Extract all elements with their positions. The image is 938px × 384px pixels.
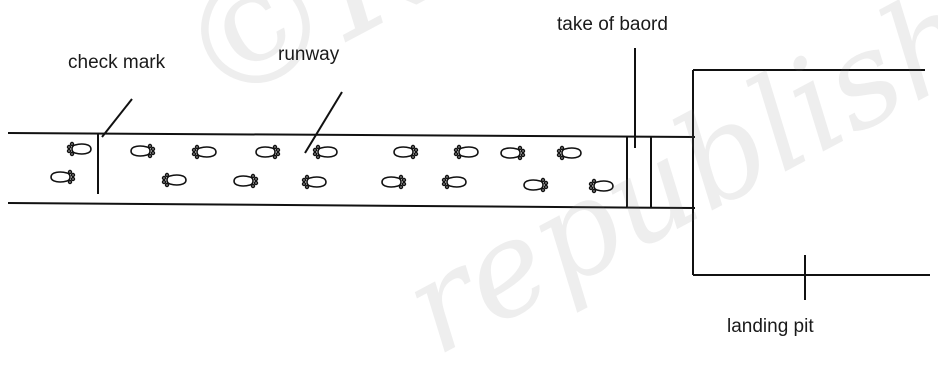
check-mark-pointer — [101, 98, 133, 138]
footprint — [50, 169, 76, 185]
footprint — [523, 177, 549, 193]
runway-label: runway — [278, 44, 340, 65]
runway-top-edge — [7, 132, 696, 138]
footprint — [255, 144, 281, 160]
take-off-board-label: take of baord — [557, 14, 668, 35]
footprint — [191, 144, 217, 160]
check-mark-label: check mark — [68, 52, 166, 73]
footprint — [500, 145, 526, 161]
footprint — [130, 143, 156, 159]
footprint — [588, 178, 614, 194]
runway-bottom-edge — [7, 202, 696, 209]
footprints — [50, 141, 614, 194]
footprint — [233, 173, 259, 189]
footprint — [381, 174, 407, 190]
footprint — [453, 144, 479, 160]
footprint — [393, 144, 419, 160]
long-jump-diagram: ©KTBS republished check mark runway take… — [7, 0, 938, 384]
footprint — [556, 145, 582, 161]
footprint — [66, 141, 92, 157]
runway-pointer — [304, 91, 343, 154]
footprint — [312, 144, 338, 160]
footprint — [301, 174, 327, 190]
footprint — [161, 172, 187, 188]
long-jump-track-drawing — [7, 48, 930, 300]
footprint — [441, 174, 467, 190]
landing-pit-label: landing pit — [727, 316, 814, 337]
